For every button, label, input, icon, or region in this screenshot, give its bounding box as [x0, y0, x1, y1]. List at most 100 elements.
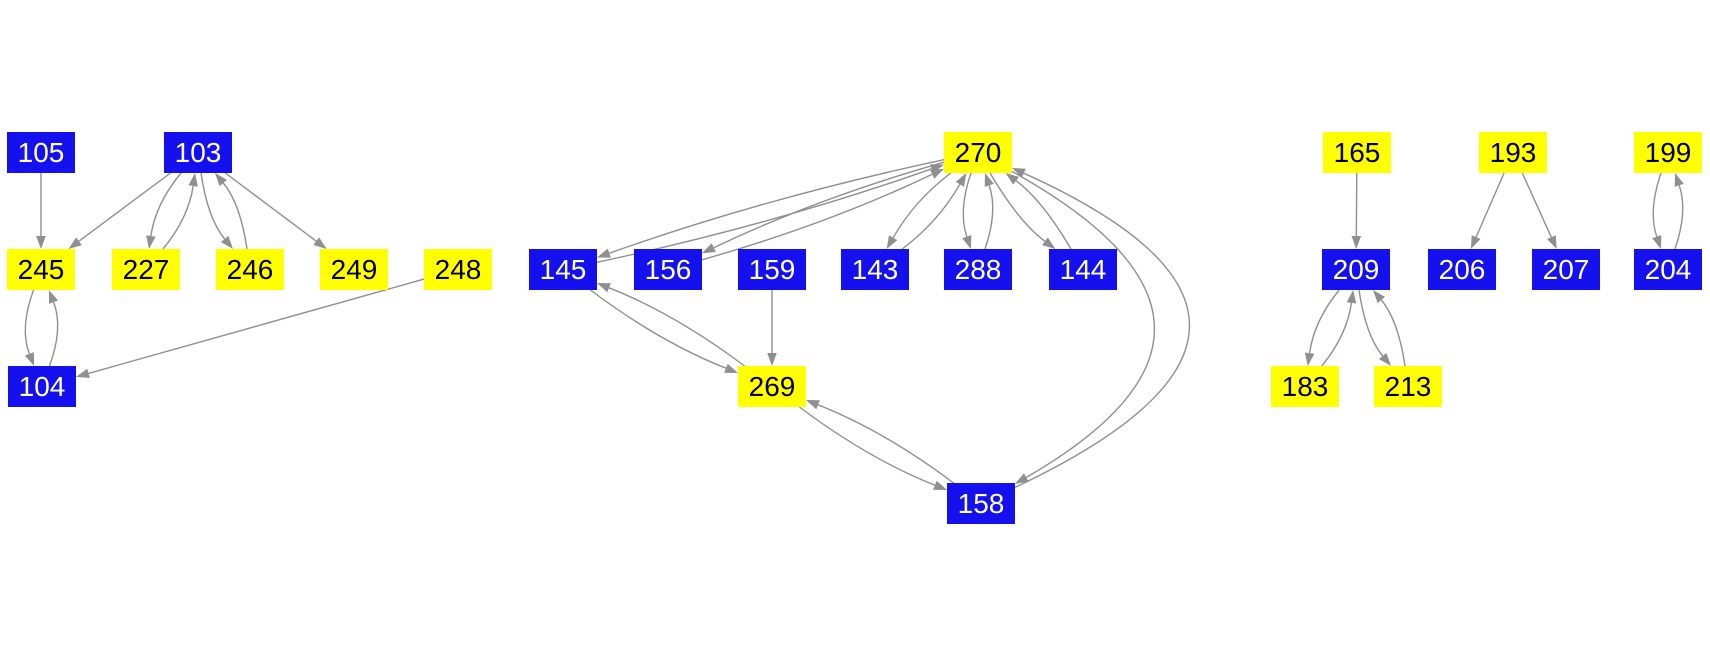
node-270: 270	[944, 132, 1012, 173]
node-246: 246	[216, 249, 284, 290]
node-288: 288	[944, 249, 1012, 290]
edge-103-249	[224, 172, 317, 242]
node-245: 245	[7, 249, 75, 290]
arrowhead-103-227	[146, 235, 156, 249]
edge-269-158	[798, 406, 936, 486]
edge-270-143	[892, 172, 952, 239]
edge-103-227	[150, 172, 182, 237]
edge-213-209	[1380, 299, 1406, 367]
node-213: 213	[1374, 366, 1442, 407]
node-label-248: 248	[434, 253, 482, 285]
node-label-103: 103	[174, 136, 222, 168]
node-204: 204	[1634, 249, 1702, 290]
node-label-143: 143	[851, 253, 899, 285]
node-103: 103	[164, 132, 232, 173]
arrowhead-270-158	[1015, 473, 1029, 484]
node-label-156: 156	[644, 253, 692, 285]
node-label-158: 158	[957, 487, 1005, 519]
arrowhead-227-103	[188, 173, 198, 187]
edge-204-199	[1674, 185, 1684, 250]
edge-270-288	[962, 172, 972, 237]
edge-143-270	[901, 183, 961, 250]
node-105: 105	[7, 132, 75, 173]
arrowhead-209-213	[1379, 352, 1391, 366]
node-193: 193	[1479, 132, 1547, 173]
arrowhead-209-183	[1304, 352, 1315, 366]
node-144: 144	[1049, 249, 1117, 290]
edge-227-103	[162, 185, 194, 250]
arrowhead-270-288	[962, 235, 972, 249]
arrowhead-159-269	[767, 353, 777, 366]
edge-103-245	[78, 172, 171, 242]
edge-288-270	[984, 185, 994, 250]
arrowhead-270-143	[886, 235, 898, 249]
node-label-227: 227	[122, 253, 170, 285]
node-104: 104	[8, 366, 76, 407]
arrowhead-270-144	[1042, 237, 1056, 249]
edge-103-246	[200, 172, 226, 240]
node-label-165: 165	[1333, 136, 1381, 168]
node-label-145: 145	[539, 253, 587, 285]
node-label-199: 199	[1644, 136, 1692, 168]
node-183: 183	[1271, 366, 1339, 407]
edge-199-204	[1652, 172, 1662, 237]
arrowhead-104-245	[48, 290, 59, 304]
node-227: 227	[112, 249, 180, 290]
arrowhead-245-104	[24, 352, 35, 366]
edge-193-206	[1475, 172, 1505, 238]
arrowhead-145-269	[724, 363, 738, 373]
node-159: 159	[738, 249, 806, 290]
node-206: 206	[1428, 249, 1496, 290]
node-label-204: 204	[1644, 253, 1692, 285]
arrowhead-103-245	[68, 237, 82, 249]
edge-193-207	[1521, 172, 1552, 238]
arrowhead-193-207	[1547, 235, 1557, 249]
node-145: 145	[529, 249, 597, 290]
edge-245-104	[24, 289, 35, 355]
arrowhead-156-270	[930, 168, 944, 179]
edge-156-270	[701, 173, 933, 261]
arrowhead-269-158	[933, 480, 947, 490]
arrowhead-105-245	[36, 236, 46, 249]
arrowhead-246-103	[215, 173, 227, 187]
node-label-269: 269	[748, 370, 796, 402]
edge-165-209	[1355, 172, 1358, 237]
node-label-105: 105	[17, 136, 65, 168]
node-label-246: 246	[226, 253, 274, 285]
edge-269-145	[608, 287, 746, 367]
edge-248-104	[88, 278, 425, 375]
edge-270-145	[609, 159, 945, 254]
node-label-270: 270	[954, 136, 1002, 168]
node-199: 199	[1634, 132, 1702, 173]
node-158: 158	[947, 483, 1015, 524]
arrowhead-270-156	[702, 243, 716, 254]
edge-246-103	[222, 182, 248, 250]
node-143: 143	[841, 249, 909, 290]
edge-270-144	[989, 172, 1046, 242]
arrowhead-204-199	[1674, 173, 1684, 187]
arrowhead-165-209	[1351, 236, 1362, 249]
node-label-213: 213	[1384, 370, 1432, 402]
edge-158-270	[1014, 172, 1191, 489]
node-label-104: 104	[18, 370, 66, 402]
node-label-206: 206	[1438, 253, 1486, 285]
node-248: 248	[424, 249, 492, 290]
arrowhead-103-249	[313, 237, 327, 249]
edge-209-213	[1358, 289, 1384, 357]
arrowhead-193-206	[1470, 235, 1481, 249]
edge-158-269	[817, 404, 955, 484]
node-label-193: 193	[1489, 136, 1537, 168]
node-165: 165	[1323, 132, 1391, 173]
arrowhead-103-246	[221, 235, 233, 249]
node-label-209: 209	[1332, 253, 1380, 285]
arrowhead-199-204	[1652, 235, 1662, 249]
arrowhead-213-209	[1373, 290, 1385, 304]
node-269: 269	[738, 366, 806, 407]
edge-104-245	[48, 301, 59, 367]
node-156: 156	[634, 249, 702, 290]
arrowhead-158-269	[806, 400, 820, 410]
arrowhead-269-145	[597, 283, 611, 293]
arrowhead-183-209	[1346, 290, 1357, 304]
